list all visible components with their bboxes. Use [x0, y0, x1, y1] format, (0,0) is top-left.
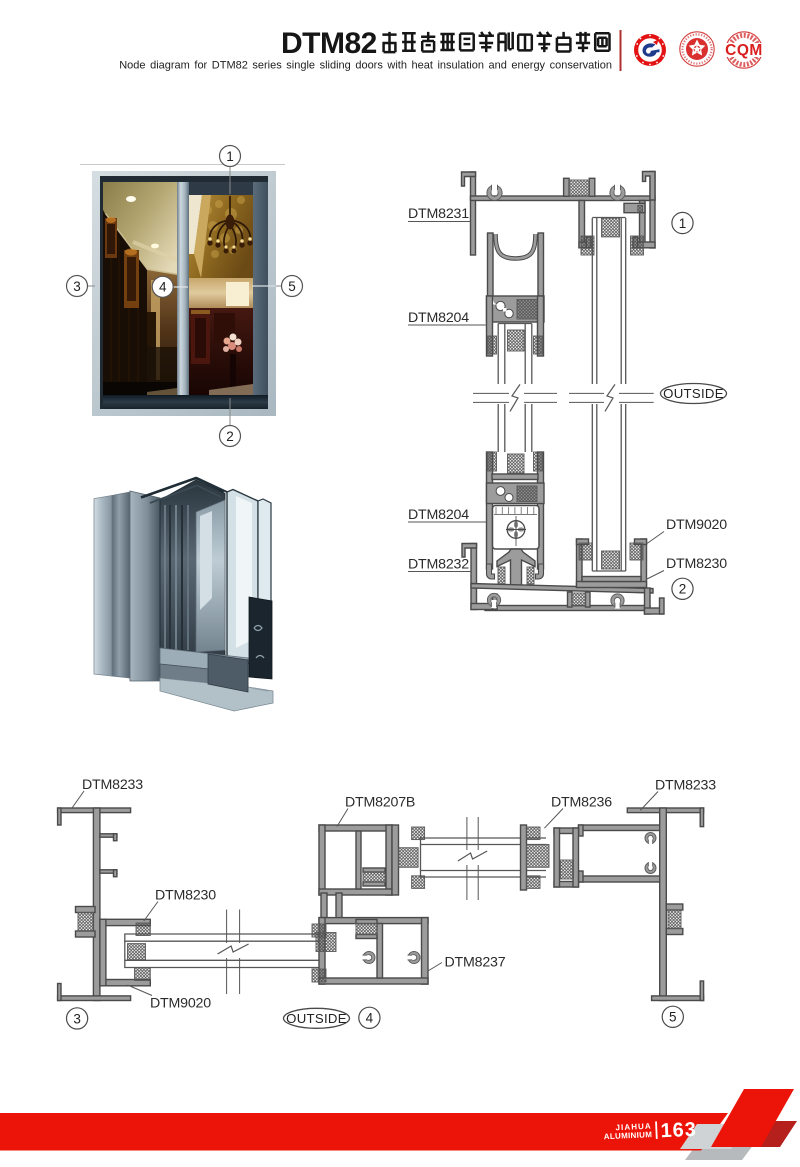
svg-text:4: 4	[159, 280, 167, 295]
svg-text:1: 1	[226, 149, 234, 164]
svg-text:2: 2	[679, 582, 687, 597]
svg-text:DTM9020: DTM9020	[666, 517, 727, 533]
svg-text:DTM8233: DTM8233	[655, 778, 716, 794]
svg-text:ALUMINIUM: ALUMINIUM	[604, 1130, 653, 1141]
svg-text:DTM8207B: DTM8207B	[345, 795, 415, 811]
svg-text:OUTSIDE: OUTSIDE	[663, 386, 724, 401]
svg-text:Node diagram for DTM82 series: Node diagram for DTM82 series single sli…	[119, 60, 612, 72]
svg-text:DTM8231: DTM8231	[408, 206, 469, 222]
svg-text:163: 163	[660, 1119, 697, 1143]
svg-text:DTM8232: DTM8232	[408, 557, 469, 573]
svg-text:CQM: CQM	[725, 42, 763, 59]
svg-text:4: 4	[366, 1011, 374, 1026]
svg-text:DTM8233: DTM8233	[82, 777, 143, 793]
svg-text:DTM8230: DTM8230	[666, 556, 727, 572]
svg-text:DTM8204: DTM8204	[408, 310, 469, 326]
svg-text:DTM82: DTM82	[281, 27, 377, 60]
svg-text:OUTSIDE: OUTSIDE	[286, 1011, 347, 1026]
svg-text:3: 3	[73, 279, 81, 294]
svg-text:5: 5	[669, 1010, 677, 1025]
svg-text:DTM9020: DTM9020	[150, 996, 211, 1012]
svg-text:DTM8204: DTM8204	[408, 507, 469, 523]
svg-text:2: 2	[226, 429, 234, 444]
svg-text:1: 1	[679, 216, 687, 231]
svg-text:JIAHUA: JIAHUA	[615, 1122, 652, 1133]
svg-text:DTM8237: DTM8237	[445, 955, 506, 971]
svg-text:5: 5	[288, 279, 296, 294]
svg-text:3: 3	[73, 1011, 81, 1026]
svg-text:DTM8230: DTM8230	[155, 888, 216, 904]
svg-text:DTM8236: DTM8236	[551, 795, 612, 811]
